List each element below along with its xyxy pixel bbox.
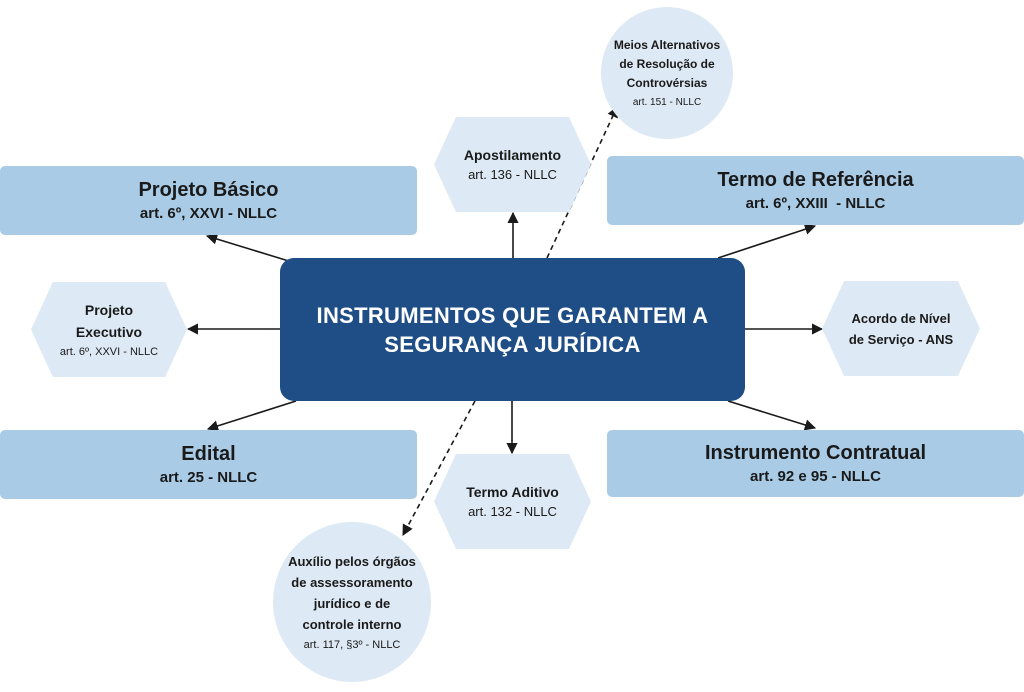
arrow-to-edital [206, 400, 297, 432]
termo-referencia-box: Termo de Referência art. 6º, XXIII - NLL… [607, 156, 1024, 225]
center-title: INSTRUMENTOS QUE GARANTEM A SEGURANÇA JU… [316, 302, 709, 357]
apostilamento-title: Apostilamento [463, 146, 562, 163]
instrumento-contratual-title: Instrumento Contratual [704, 441, 927, 464]
center-box: INSTRUMENTOS QUE GARANTEM A SEGURANÇA JU… [280, 258, 745, 401]
meios-alternativos-title: Meios Alternativos de Resolução de Contr… [613, 37, 721, 90]
termo-aditivo-title: Termo Aditivo [466, 483, 559, 500]
meios-alternativos-circle: Meios Alternativos de Resolução de Contr… [601, 7, 733, 139]
arrow-to-instrumento-contratual [727, 400, 817, 431]
instrumento-contratual-ref: art. 92 e 95 - NLLC [750, 467, 881, 485]
termo-referencia-ref: art. 6º, XXIII - NLLC [745, 194, 886, 212]
termo-aditivo-hex: Termo Aditivo art. 132 - NLLC [434, 454, 591, 549]
projeto-basico-box: Projeto Básico art. 6º, XXVI - NLLC [0, 166, 417, 235]
arrow-to-termo-referencia [717, 223, 817, 259]
arrow-to-auxilio-orgaos [402, 400, 476, 536]
projeto-executivo-ref: art. 6º, XXVI - NLLC [59, 345, 159, 358]
auxilio-orgaos-ref: art. 117, §3º - NLLC [303, 639, 401, 651]
projeto-executivo-title: Projeto Executivo [75, 301, 143, 340]
auxilio-orgaos-title: Auxílio pelos órgãos de assessoramento j… [288, 554, 416, 632]
instrumento-contratual-box: Instrumento Contratual art. 92 e 95 - NL… [607, 430, 1024, 497]
acordo-nivel-servico-hex: Acordo de Nível de Serviço - ANS [822, 281, 980, 376]
projeto-executivo-hex: Projeto Executivo art. 6º, XXVI - NLLC [31, 282, 187, 377]
apostilamento-ref: art. 136 - NLLC [468, 166, 557, 182]
apostilamento-hex: Apostilamento art. 136 - NLLC [434, 117, 591, 212]
edital-box: Edital art. 25 - NLLC [0, 430, 417, 499]
acordo-nivel-servico-title: Acordo de Nível de Serviço - ANS [848, 310, 954, 347]
auxilio-orgaos-circle: Auxílio pelos órgãos de assessoramento j… [273, 522, 431, 682]
projeto-basico-title: Projeto Básico [138, 178, 279, 201]
termo-aditivo-ref: art. 132 - NLLC [468, 503, 557, 519]
projeto-basico-ref: art. 6º, XXVI - NLLC [139, 204, 278, 222]
edital-ref: art. 25 - NLLC [159, 468, 258, 486]
meios-alternativos-ref: art. 151 - NLLC [632, 96, 702, 108]
arrow-to-projeto-basico [205, 233, 293, 263]
termo-referencia-title: Termo de Referência [717, 168, 914, 191]
edital-title: Edital [181, 442, 236, 465]
